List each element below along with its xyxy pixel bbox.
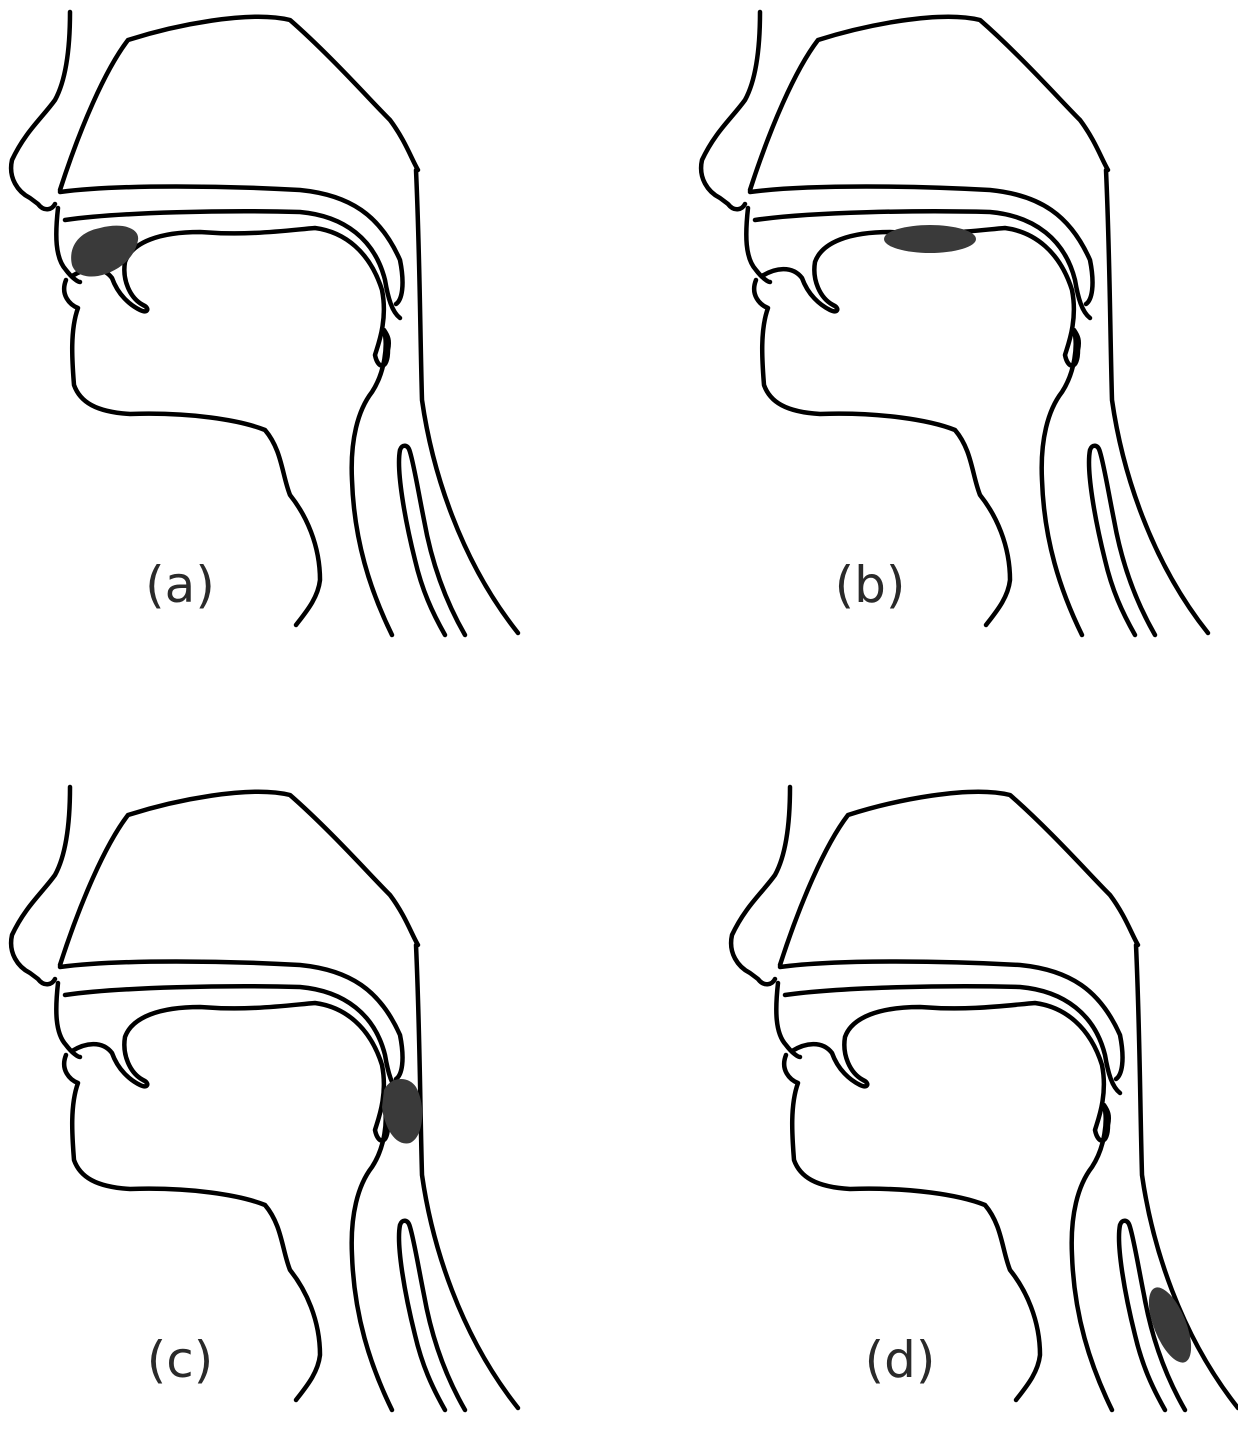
vocal-tract-diagram <box>0 0 560 660</box>
panel-label: (a) <box>105 555 255 615</box>
panel-label: (b) <box>795 555 945 615</box>
panel-label: (d) <box>825 1330 975 1390</box>
panel-a: (a) <box>0 0 560 660</box>
vocal-tract-diagram <box>720 775 1238 1435</box>
vocal-tract-diagram <box>0 775 560 1435</box>
panel-label: (c) <box>105 1330 255 1390</box>
vocal-tract-diagram <box>690 0 1238 660</box>
panel-c: (c) <box>0 775 560 1435</box>
panel-d: (d) <box>720 775 1238 1435</box>
articulation-highlight-palate <box>884 225 976 253</box>
articulation-highlight-lips <box>71 226 138 277</box>
panel-b: (b) <box>690 0 1238 660</box>
